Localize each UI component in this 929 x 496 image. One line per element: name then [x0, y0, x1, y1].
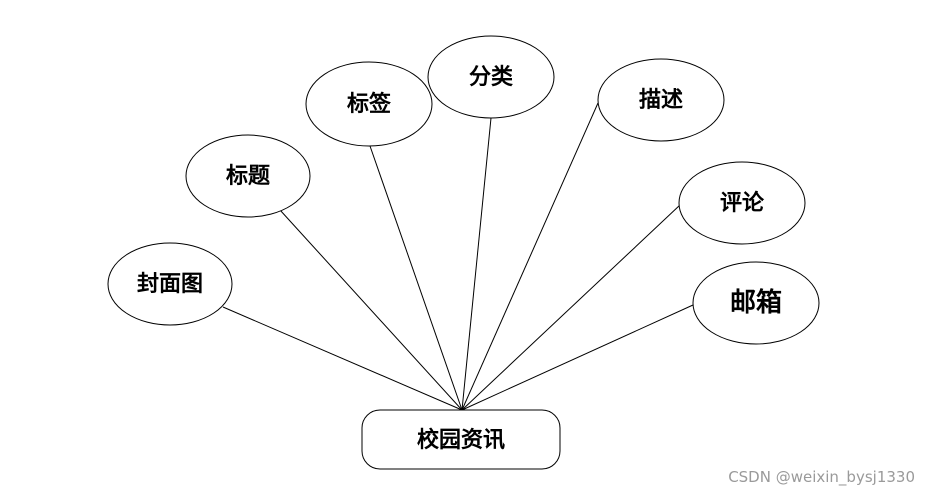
- attribute-cover-label: 封面图: [137, 271, 203, 297]
- attribute-email-label: 邮箱: [730, 287, 782, 318]
- connector-category: [461, 117, 492, 411]
- attribute-title-label: 标题: [226, 163, 271, 189]
- entity-box: [361, 409, 561, 470]
- attribute-category: 分类: [427, 35, 555, 119]
- connector-email: [461, 304, 694, 411]
- connector-lines: [222, 102, 694, 411]
- connector-description: [461, 102, 599, 411]
- entity-label: 校园资讯: [417, 427, 505, 453]
- attribute-tag: 标签: [305, 61, 433, 147]
- connector-cover: [222, 306, 463, 411]
- attribute-description: 描述: [597, 58, 725, 142]
- connector-tag: [369, 145, 463, 411]
- attribute-email: 邮箱: [692, 261, 820, 345]
- attribute-comment: 评论: [678, 161, 806, 245]
- watermark: CSDN @weixin_bysj1330: [728, 468, 915, 486]
- connector-title: [279, 209, 463, 411]
- attribute-tag-label: 标签: [347, 91, 392, 117]
- entity-campus-news: 校园资讯: [361, 409, 561, 470]
- connector-comment: [461, 204, 681, 411]
- attribute-comment-label: 评论: [720, 190, 765, 216]
- attribute-cover: 封面图: [107, 242, 233, 326]
- attribute-description-label: 描述: [639, 87, 683, 113]
- attribute-title: 标题: [185, 134, 311, 218]
- attribute-category-label: 分类: [469, 64, 514, 90]
